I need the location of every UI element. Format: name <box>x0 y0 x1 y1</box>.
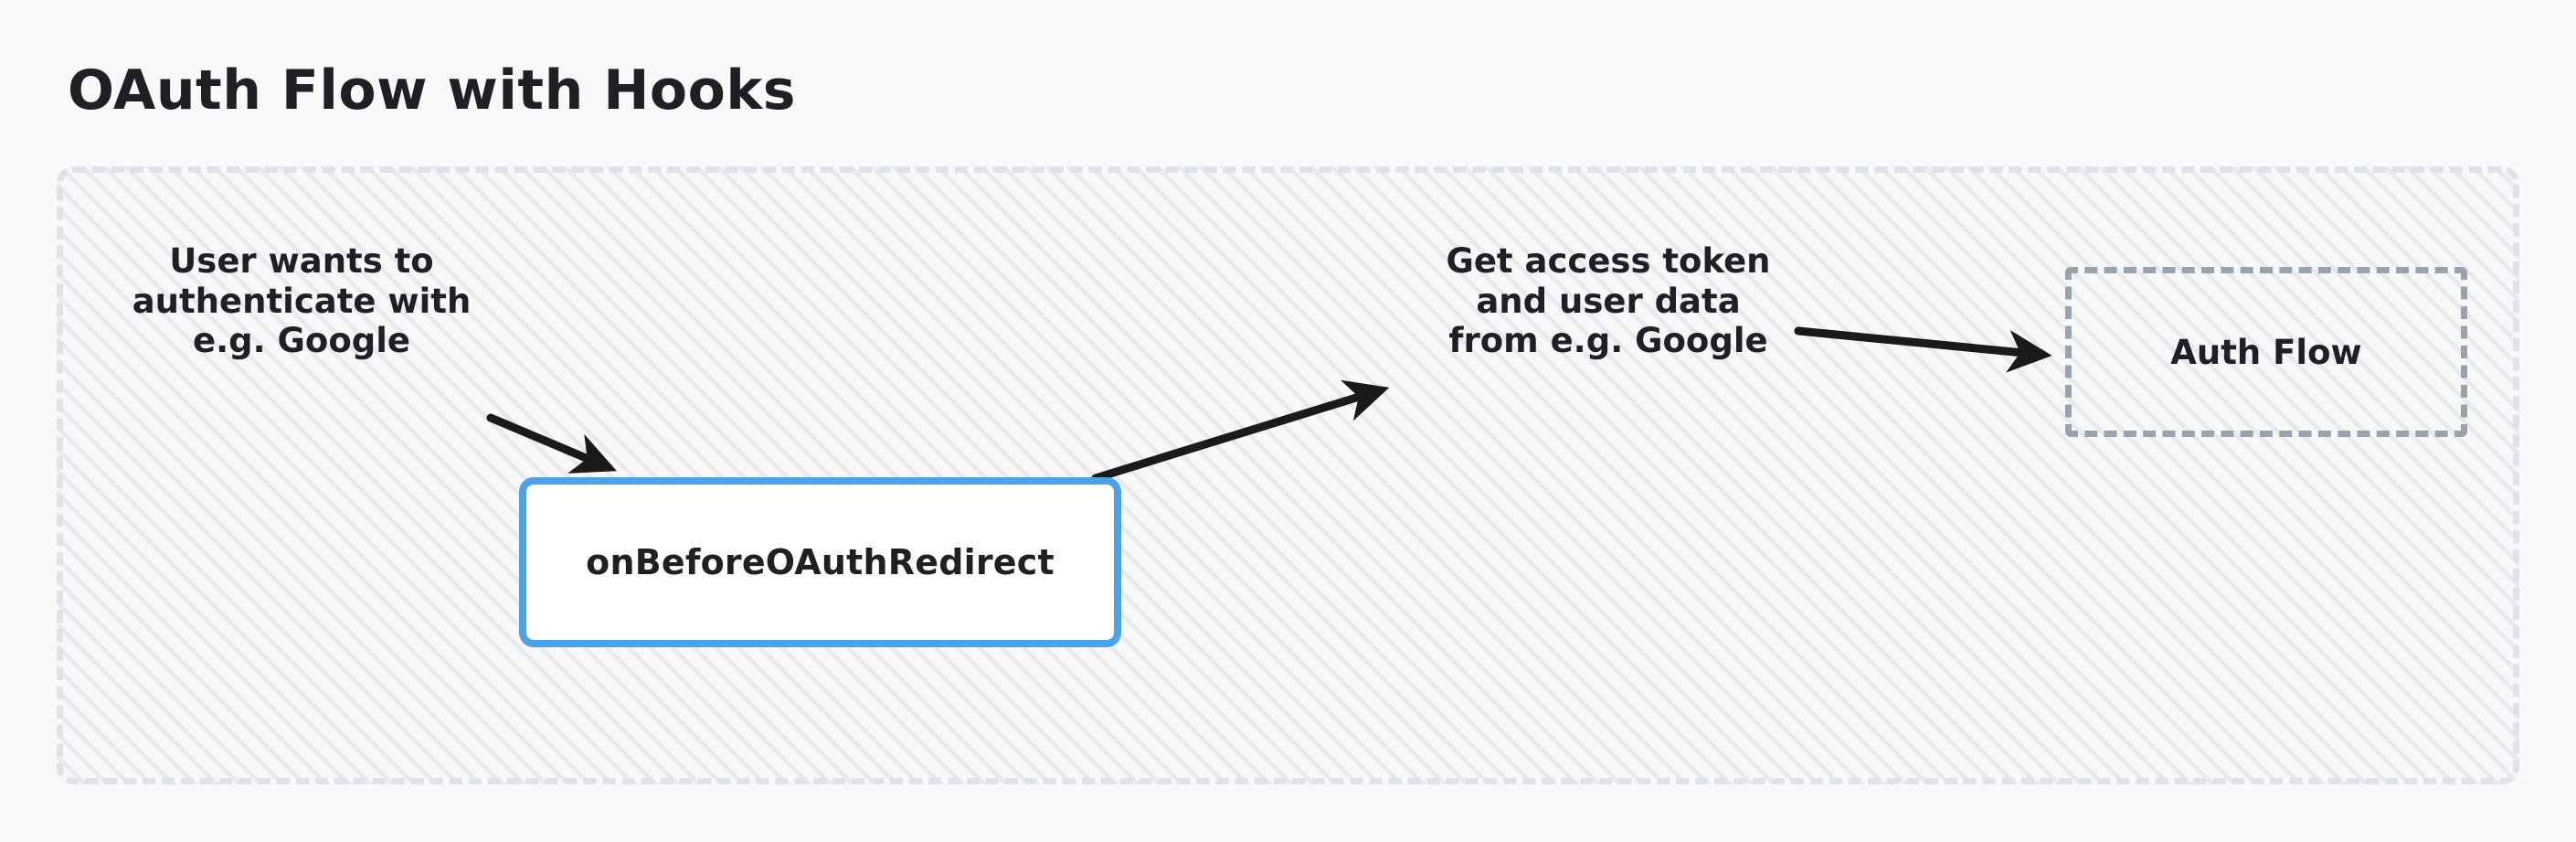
page-title: OAuth Flow with Hooks <box>68 59 796 123</box>
node-auth-flow[interactable]: Auth Flow <box>2065 267 2467 437</box>
node-label: onBeforeOAuthRedirect <box>586 542 1055 582</box>
edge-label-user-request: User wants to authenticate with e.g. Goo… <box>132 241 472 361</box>
node-label: Auth Flow <box>2170 332 2362 372</box>
edge-label-token-exchange: Get access token and user data from e.g.… <box>1446 241 1771 361</box>
node-on-before-oauth-redirect[interactable]: onBeforeOAuthRedirect <box>519 477 1121 647</box>
